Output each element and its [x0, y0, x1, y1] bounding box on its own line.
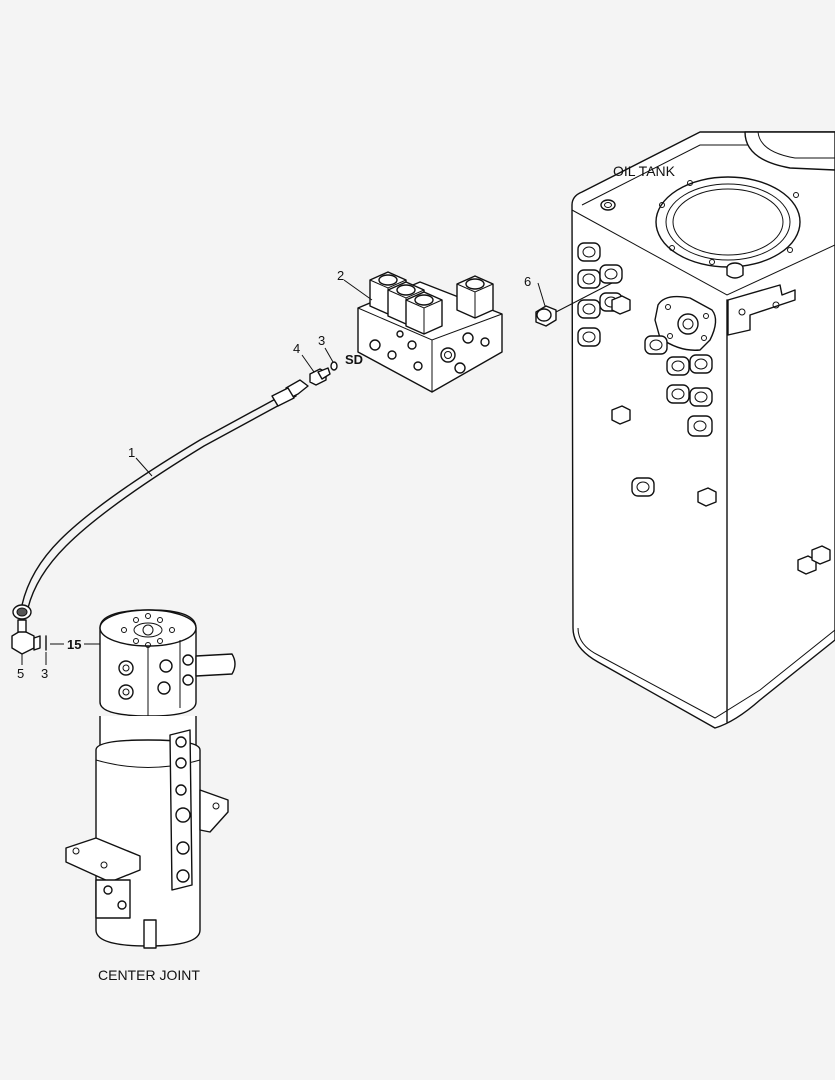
cartridge-4 [456, 275, 494, 319]
valve-block-item-2: 2 [337, 268, 503, 393]
fittings-bottom: 5 3 15 [11, 619, 102, 681]
callout-15: 15 [67, 637, 81, 652]
center-joint-label: CENTER JOINT [98, 967, 200, 983]
plug-item-6: 6 [524, 274, 613, 327]
callout-5: 5 [17, 666, 24, 681]
callout-4: 4 [293, 341, 300, 356]
tank-ports [577, 242, 831, 575]
callout-2: 2 [337, 268, 344, 283]
callout-3-top: 3 [318, 333, 325, 348]
fittings-top: SD 3 4 [293, 333, 363, 386]
callout-1: 1 [128, 445, 135, 460]
callout-3-bottom: 3 [41, 666, 48, 681]
callout-6: 6 [524, 274, 531, 289]
sd-label: SD [345, 352, 363, 367]
oil-tank-label: OIL TANK [613, 163, 676, 179]
center-joint: CENTER JOINT [65, 609, 236, 983]
hose-item-1: 1 [12, 379, 309, 620]
oil-tank: OIL TANK [571, 131, 835, 729]
cartridge-3 [405, 291, 443, 335]
